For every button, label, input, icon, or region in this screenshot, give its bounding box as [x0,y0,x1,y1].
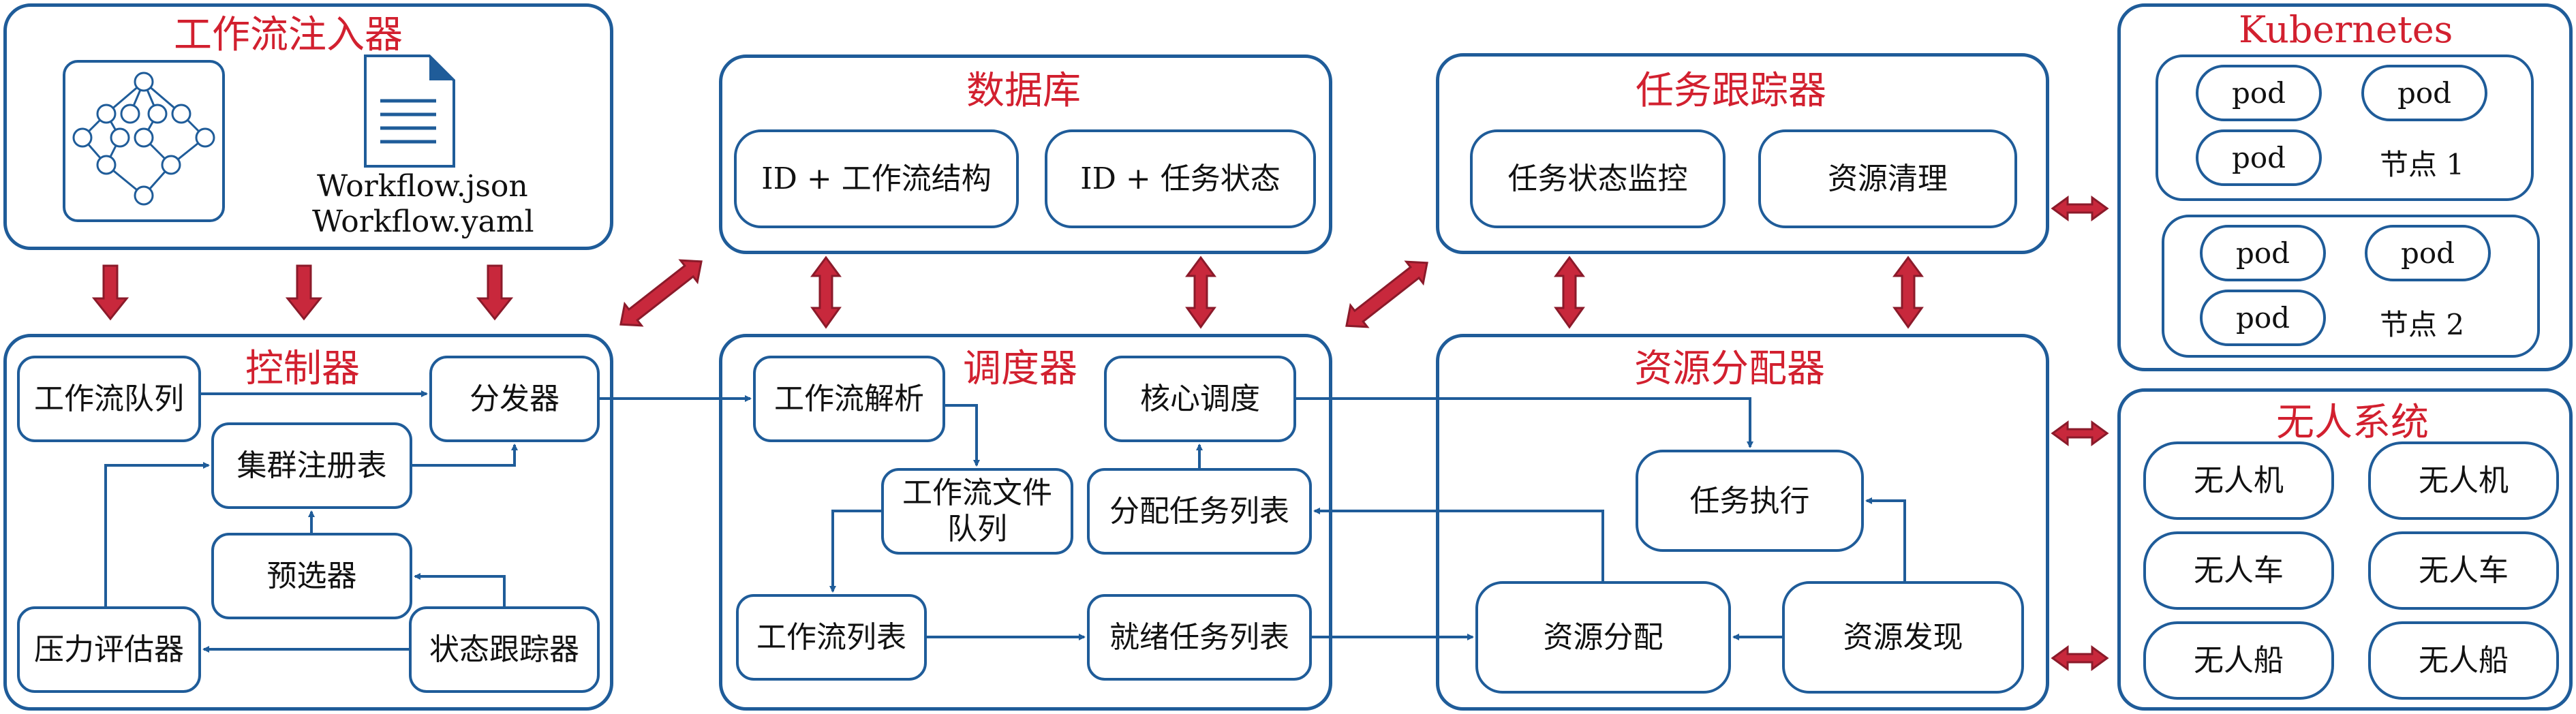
usv-box-1: 无人船 [2143,621,2334,700]
pod-node2-b: pod [2365,225,2491,281]
arrow-tracker-allocator-1 [1554,255,1585,329]
dispatcher-box: 分发器 [429,356,600,442]
scheduler-title: 调度器 [963,347,1077,391]
arrow-inject-down-3 [476,264,514,321]
workflow-parser-box: 工作流解析 [753,356,945,442]
task-state-monitor-box: 任务状态监控 [1470,129,1726,228]
kubernetes-title: Kubernetes [2239,8,2453,51]
workflow-json-filename: Workflow.json [317,169,528,204]
arrow-scheduler-tracker [1345,260,1428,328]
ugv-box-2: 无人车 [2368,531,2559,610]
node-1-label: 节点 1 [2380,148,2465,181]
database-title: 数据库 [966,69,1081,113]
assigned-task-list-box: 分配任务列表 [1087,468,1312,555]
resource-discovery-box: 资源发现 [1782,581,2024,694]
arrow-inject-down-1 [91,264,129,321]
arrow-alloc-to-assign [1313,508,1604,581]
pod-node1-c: pod [2196,129,2322,186]
arrow-pressure-to-registry [104,462,210,606]
ugv-box-1: 无人车 [2143,531,2334,610]
resource-cleanup-box: 资源清理 [1758,129,2017,228]
state-tracker-box: 状态跟踪器 [409,606,600,693]
arrow-core-to-exec [1296,397,1753,448]
unmanned-systems-title: 无人系统 [2276,401,2429,445]
arrow-registry-to-dispatcher [412,444,518,467]
arrow-state-to-preselector [414,573,506,606]
uav-box-1: 无人机 [2143,441,2334,520]
resource-allocator-title: 资源分配器 [1634,347,1825,391]
arrow-filequeue-to-wflist [829,510,881,593]
pressure-evaluator-box: 压力评估器 [17,606,201,693]
workflow-injector-panel [3,3,613,250]
pod-node2-a: pod [2200,225,2326,281]
workflow-list-box: 工作流列表 [736,594,927,681]
arrow-parser-to-filequeue [945,404,980,467]
pod-node1-a: pod [2196,65,2322,121]
cluster-registry-box: 集群注册表 [211,422,412,509]
arrow-allocator-unmanned-2 [2051,645,2109,671]
arrow-allocator-unmanned-1 [2051,420,2109,446]
workflow-yaml-filename: Workflow.yaml [312,204,534,239]
db-workflow-structure-box: ID + 工作流结构 [734,129,1019,228]
arrow-tracker-allocator-2 [1892,255,1924,329]
resource-allocation-box: 资源分配 [1475,581,1731,694]
arrow-discover-to-exec [1865,497,1906,581]
workflow-queue-box: 工作流队列 [17,356,201,442]
arrow-controller-database [619,259,703,327]
usv-box-2: 无人船 [2368,621,2559,700]
arrow-inject-down-2 [285,264,323,321]
workflow-injector-title: 工作流注入器 [174,13,403,57]
task-execution-box: 任务执行 [1636,450,1864,552]
task-tracker-title: 任务跟踪器 [1636,69,1826,113]
node-2-label: 节点 2 [2380,308,2465,341]
workflow-dag-icon [63,60,225,222]
workflow-file-queue-box: 工作流文件 队列 [881,468,1073,555]
ready-task-list-box: 就绪任务列表 [1087,594,1312,681]
document-icon [361,53,457,169]
core-scheduling-box: 核心调度 [1104,356,1296,442]
controller-title: 控制器 [245,347,360,391]
pod-node1-b: pod [2361,65,2487,121]
preselector-box: 预选器 [211,533,412,619]
arrow-db-scheduler-2 [1185,255,1216,329]
arrow-tracker-kubernetes [2051,196,2109,221]
pod-node2-c: pod [2200,290,2326,346]
uav-box-2: 无人机 [2368,441,2559,520]
db-task-state-box: ID + 任务状态 [1045,129,1316,228]
arrow-db-scheduler-1 [810,255,842,329]
